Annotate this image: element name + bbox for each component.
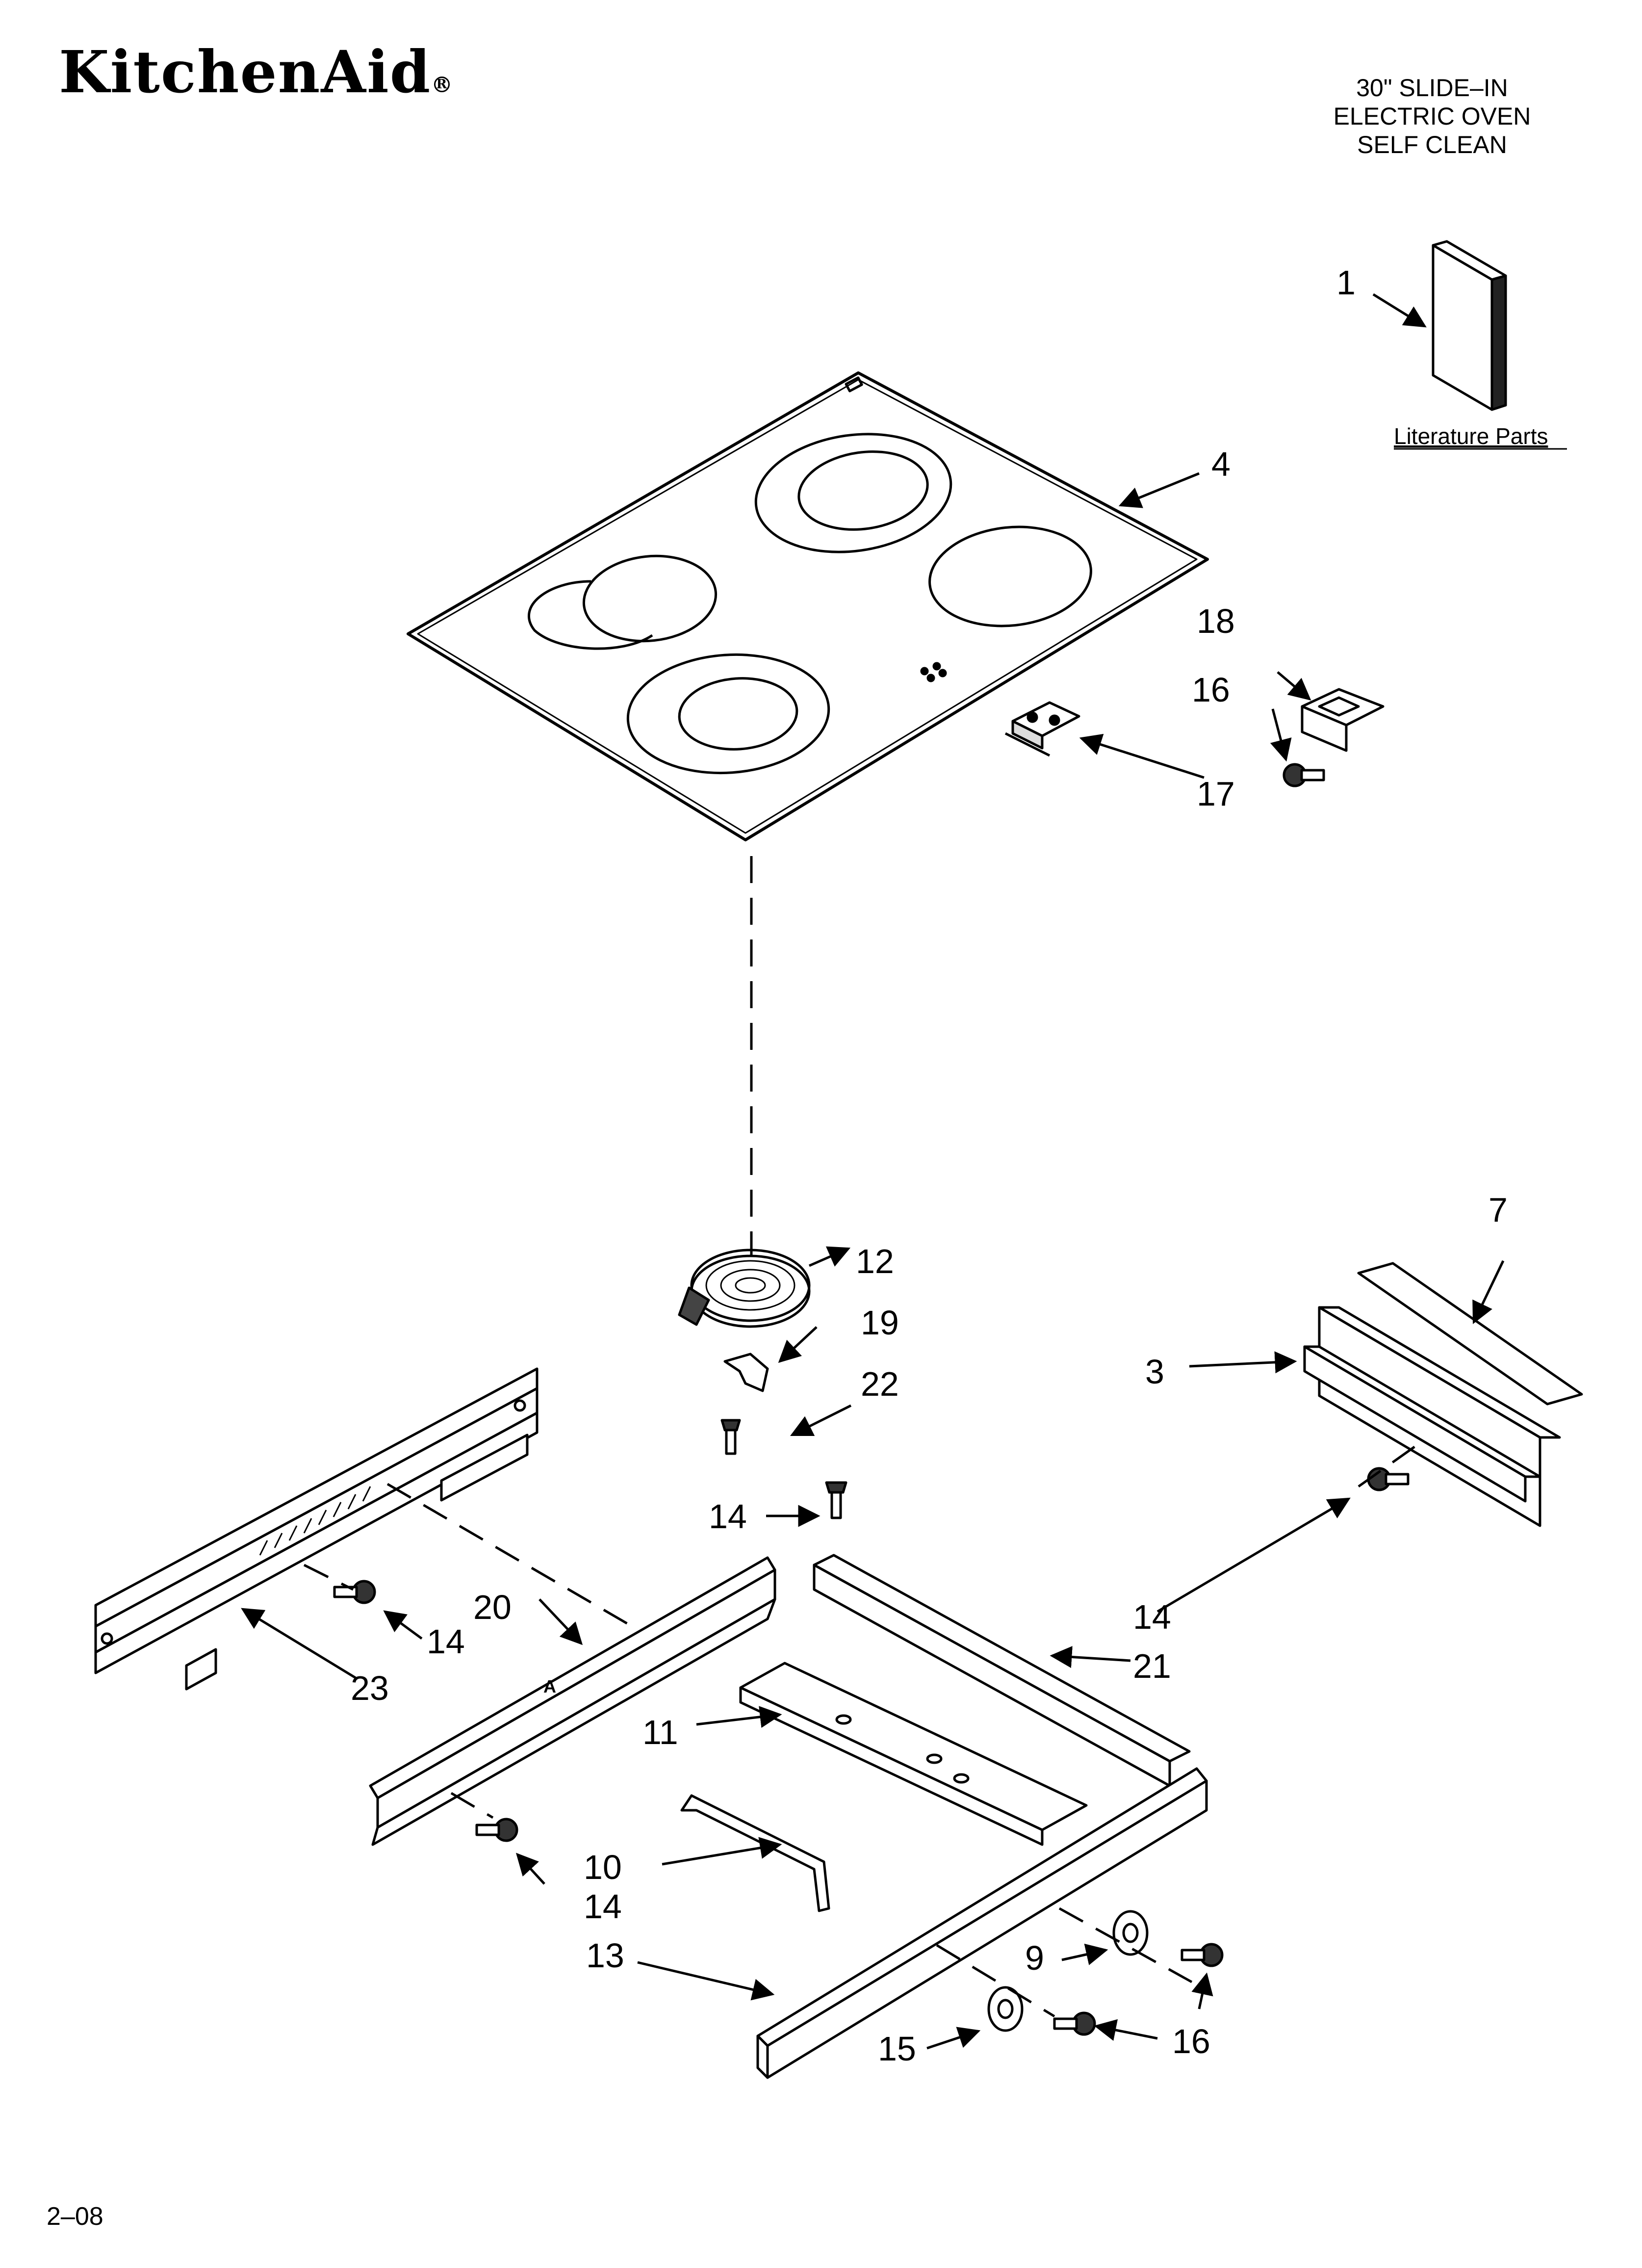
callout-14-a: 14 bbox=[709, 1497, 747, 1536]
literature-booklet bbox=[1432, 240, 1507, 411]
callout-18: 18 bbox=[1197, 602, 1235, 640]
callout-17: 17 bbox=[1197, 775, 1235, 813]
model-title: 30" SLIDE–IN ELECTRIC OVEN SELF CLEAN bbox=[1285, 74, 1579, 159]
glass-cooktop bbox=[407, 371, 1209, 841]
footer-code: 2–08 bbox=[47, 2202, 103, 2231]
front-frame-rail bbox=[756, 1767, 1208, 2079]
callout-15: 15 bbox=[878, 2030, 916, 2068]
callout-1: 1 bbox=[1336, 263, 1356, 302]
callout-3: 3 bbox=[1145, 1353, 1164, 1391]
callout-9: 9 bbox=[1025, 1939, 1044, 1977]
callout-7: 7 bbox=[1488, 1191, 1508, 1229]
brand-name: KitchenAid bbox=[59, 38, 432, 106]
callout-23: 23 bbox=[351, 1669, 389, 1707]
callout-11: 11 bbox=[642, 1713, 678, 1751]
callout-22: 22 bbox=[861, 1365, 899, 1403]
callout-21: 21 bbox=[1133, 1647, 1171, 1685]
title-line-3: SELF CLEAN bbox=[1357, 131, 1507, 158]
registered-mark: R bbox=[434, 77, 450, 92]
callout-14-d: 14 bbox=[584, 1887, 622, 1926]
leveling-legs bbox=[987, 1910, 1149, 2032]
left-frame-rail: A bbox=[369, 1556, 776, 1846]
center-support bbox=[739, 1662, 1088, 1846]
callout-19: 19 bbox=[861, 1303, 899, 1342]
literature-parts-label: Literature Parts bbox=[1394, 423, 1548, 449]
title-line-2: ELECTRIC OVEN bbox=[1333, 103, 1531, 130]
callout-20: 20 bbox=[473, 1588, 512, 1626]
callout-16-b: 16 bbox=[1172, 2022, 1210, 2060]
trim-strip bbox=[1357, 1262, 1583, 1406]
callout-16: 16 bbox=[1192, 671, 1230, 709]
callout-13: 13 bbox=[586, 1936, 624, 1975]
mounting-bracket bbox=[1301, 688, 1385, 752]
callout-12: 12 bbox=[856, 1242, 894, 1280]
radiant-surface-element bbox=[678, 1249, 811, 1328]
callout-4: 4 bbox=[1211, 445, 1231, 483]
element-clip bbox=[723, 1353, 769, 1392]
callout-14-b: 14 bbox=[427, 1622, 465, 1661]
callout-10: 10 bbox=[584, 1848, 622, 1886]
left-side-trim bbox=[94, 1367, 539, 1691]
handle-bracket bbox=[680, 1794, 830, 1912]
alignment-lines bbox=[303, 856, 1418, 2018]
title-line-1: 30" SLIDE–IN bbox=[1356, 74, 1508, 102]
leader-arrows bbox=[241, 293, 1505, 2050]
svg-text:A: A bbox=[543, 1676, 556, 1696]
callout-14-c: 14 bbox=[1133, 1598, 1171, 1636]
terminal-block bbox=[1004, 701, 1080, 757]
rear-trim-panel bbox=[1303, 1306, 1561, 1527]
